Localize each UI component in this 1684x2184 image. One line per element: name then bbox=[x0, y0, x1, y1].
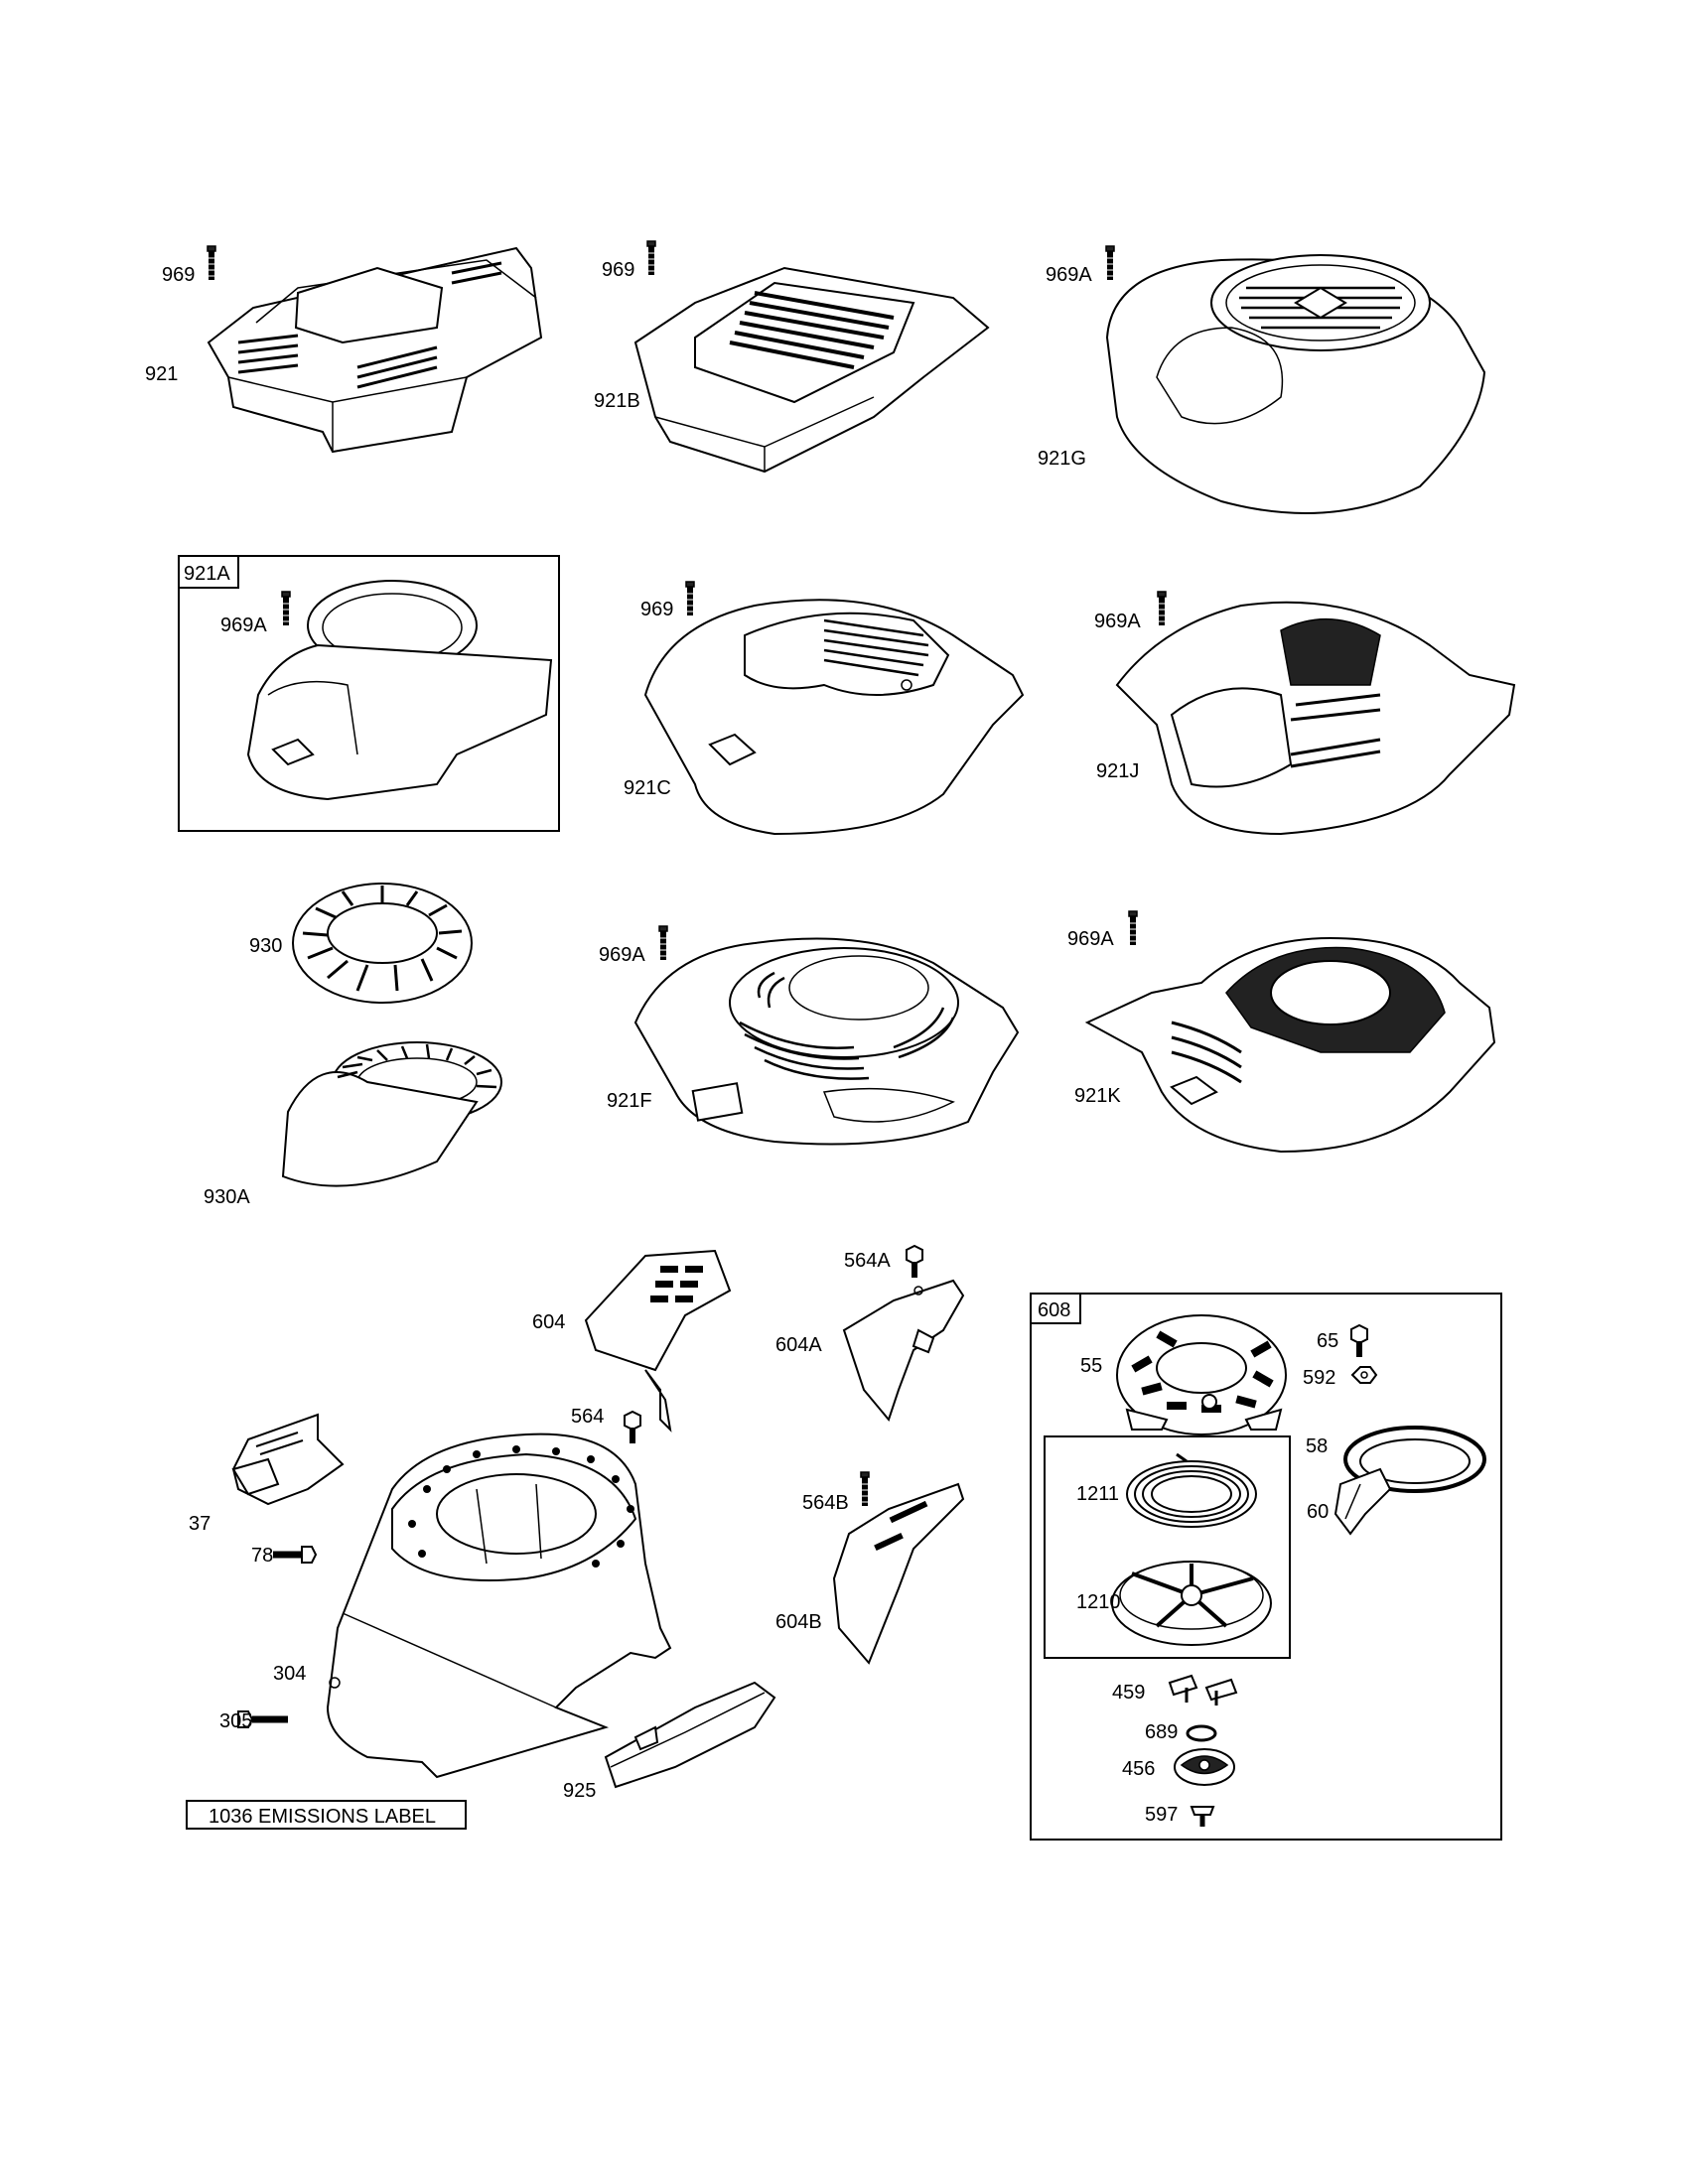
label-921b: 921B bbox=[594, 390, 640, 412]
bolt-305 bbox=[237, 1710, 288, 1728]
label-592: 592 bbox=[1303, 1367, 1335, 1389]
part-921c-blower-housing-cover bbox=[643, 599, 1025, 836]
kit-921a-box bbox=[178, 555, 560, 832]
kit-921a-tag bbox=[178, 555, 239, 589]
part-55-starter-housing bbox=[1116, 1314, 1287, 1435]
label-604: 604 bbox=[532, 1311, 565, 1333]
label-969a-e: 969A bbox=[1067, 928, 1114, 950]
label-60: 60 bbox=[1307, 1501, 1329, 1523]
label-921j: 921J bbox=[1096, 760, 1139, 782]
part-459-pawls bbox=[1168, 1674, 1238, 1706]
screw-969a-e bbox=[1129, 911, 1137, 945]
nut-592 bbox=[1350, 1366, 1378, 1384]
label-921a: 921A bbox=[184, 563, 230, 585]
label-930: 930 bbox=[249, 935, 282, 957]
label-1210: 1210 bbox=[1076, 1591, 1121, 1613]
label-921c: 921C bbox=[624, 777, 671, 799]
part-58-starter-rope bbox=[1343, 1426, 1486, 1493]
label-564a: 564A bbox=[844, 1250, 891, 1272]
bolt-65 bbox=[1351, 1325, 1367, 1357]
label-921f: 921F bbox=[607, 1090, 652, 1112]
screw-969-a bbox=[208, 246, 215, 280]
label-304: 304 bbox=[273, 1663, 306, 1685]
screw-969-b bbox=[647, 241, 655, 275]
screw-969a-b bbox=[282, 592, 290, 625]
part-921j-blower-housing-cover bbox=[1115, 601, 1516, 836]
label-564b: 564B bbox=[802, 1492, 849, 1514]
label-969-c: 969 bbox=[640, 599, 673, 620]
part-604b-baffle bbox=[832, 1482, 965, 1665]
part-37-air-guide bbox=[231, 1413, 345, 1506]
label-78: 78 bbox=[251, 1545, 273, 1567]
part-604-baffle bbox=[584, 1249, 732, 1433]
label-58: 58 bbox=[1306, 1435, 1328, 1457]
part-1210-pulley bbox=[1111, 1561, 1272, 1646]
bolt-564 bbox=[625, 1412, 640, 1443]
label-37: 37 bbox=[189, 1513, 210, 1535]
screw-969a-d bbox=[659, 926, 667, 960]
label-969a-b: 969A bbox=[220, 614, 267, 636]
part-304-blower-housing bbox=[326, 1433, 672, 1779]
screw-969a-c bbox=[1158, 592, 1166, 625]
label-921: 921 bbox=[145, 363, 178, 385]
label-921k: 921K bbox=[1074, 1085, 1121, 1107]
label-456: 456 bbox=[1122, 1758, 1155, 1780]
label-969a-d: 969A bbox=[599, 944, 645, 966]
screw-597 bbox=[1190, 1806, 1215, 1827]
kit-608-box bbox=[1030, 1293, 1502, 1841]
screw-564b bbox=[861, 1472, 869, 1506]
part-921k-blower-housing-cover bbox=[1084, 936, 1496, 1154]
label-597: 597 bbox=[1145, 1804, 1178, 1826]
bolt-564a bbox=[907, 1246, 922, 1278]
part-930a-debris-screen bbox=[281, 1041, 502, 1187]
label-564: 564 bbox=[571, 1406, 604, 1428]
part-921g-blower-housing-cover bbox=[1105, 254, 1486, 514]
label-604b: 604B bbox=[775, 1611, 822, 1633]
label-55: 55 bbox=[1080, 1355, 1102, 1377]
part-921f-blower-housing-cover bbox=[633, 937, 1020, 1146]
label-969-b: 969 bbox=[602, 259, 634, 281]
subkit-pulley-spring-box bbox=[1044, 1435, 1291, 1659]
label-604a: 604A bbox=[775, 1334, 822, 1356]
label-969a-a: 969A bbox=[1046, 264, 1092, 286]
emissions-label-text: 1036 EMISSIONS LABEL bbox=[209, 1806, 436, 1828]
kit-608-tag bbox=[1030, 1293, 1081, 1324]
label-608: 608 bbox=[1038, 1299, 1070, 1321]
part-1211-rewind-spring bbox=[1126, 1452, 1257, 1528]
part-930-debris-screen bbox=[292, 883, 473, 1004]
label-921g: 921G bbox=[1038, 448, 1086, 470]
screw-969-c bbox=[686, 582, 694, 615]
label-930a: 930A bbox=[204, 1186, 250, 1208]
label-1211: 1211 bbox=[1076, 1483, 1119, 1505]
emissions-label-box bbox=[186, 1800, 467, 1830]
label-459: 459 bbox=[1112, 1682, 1145, 1704]
part-689-spring bbox=[1186, 1724, 1217, 1742]
bolt-78 bbox=[273, 1546, 318, 1564]
label-305: 305 bbox=[219, 1710, 252, 1732]
part-60-starter-handle bbox=[1333, 1467, 1392, 1536]
label-969-a: 969 bbox=[162, 264, 195, 286]
part-925-cover-strip bbox=[604, 1681, 776, 1789]
part-921-blower-housing-cover bbox=[207, 246, 543, 454]
part-921a-blower-housing-cover bbox=[246, 580, 553, 801]
label-689: 689 bbox=[1145, 1721, 1178, 1743]
part-604a-baffle bbox=[842, 1279, 965, 1423]
part-921b-blower-housing-cover bbox=[633, 266, 990, 474]
part-456-pawl-retainer bbox=[1174, 1748, 1235, 1786]
label-925: 925 bbox=[563, 1780, 596, 1802]
label-969a-c: 969A bbox=[1094, 611, 1141, 632]
label-65: 65 bbox=[1317, 1330, 1338, 1352]
screw-969a-a bbox=[1106, 246, 1114, 280]
